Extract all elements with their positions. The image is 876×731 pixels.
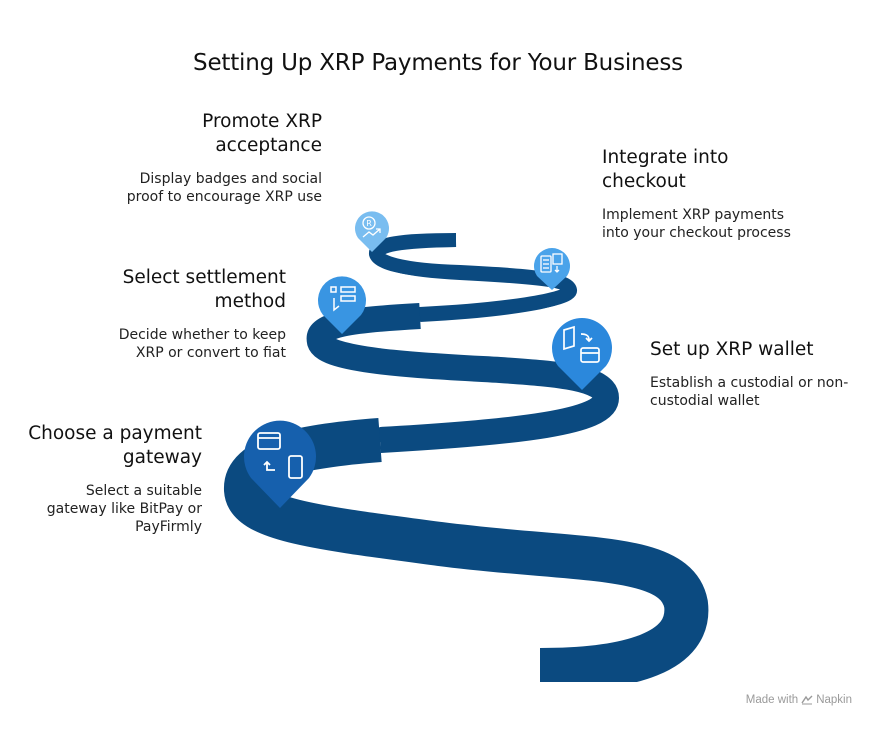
napkin-logo-icon: [801, 695, 813, 705]
step-wallet: Set up XRP wallet Establish a custodial …: [650, 338, 860, 410]
svg-text:R: R: [366, 219, 372, 228]
napkin-brand: Napkin: [816, 694, 852, 706]
step-description: Implement XRP payments into your checkou…: [602, 207, 791, 241]
checkout-register-icon: [540, 253, 563, 273]
step-description: Select a suitable gateway like BitPay or…: [46, 483, 202, 535]
pin-settlement[interactable]: [317, 276, 367, 336]
badge-growth-icon: R: [362, 216, 381, 238]
road-segment-mid: [306, 303, 620, 453]
step-title: Choose a payment gateway: [28, 423, 202, 468]
step-settlement: Select settlement method Decide whether …: [46, 266, 286, 362]
pin-promote[interactable]: R: [354, 210, 390, 254]
page-title: Setting Up XRP Payments for Your Busines…: [193, 50, 683, 76]
road-segment-upper: [372, 235, 574, 322]
pin-checkout[interactable]: [533, 246, 571, 292]
step-description: Display badges and social proof to encou…: [126, 171, 322, 205]
step-checkout: Integrate into checkout Implement XRP pa…: [602, 146, 822, 242]
pin-choose-gateway[interactable]: [243, 420, 317, 510]
made-with-credit: Made with Napkin: [746, 694, 852, 706]
made-with-label: Made with: [745, 694, 799, 706]
step-promote: Promote XRP acceptance Display badges an…: [82, 110, 322, 206]
step-title: Select settlement method: [122, 267, 286, 312]
pin-wallet[interactable]: [551, 318, 613, 392]
step-title: Integrate into checkout: [602, 147, 729, 192]
step-description: Decide whether to keep XRP or convert to…: [118, 327, 286, 361]
touch-menu-icon: [330, 286, 356, 312]
step-choose-gateway: Choose a payment gateway Select a suitab…: [0, 422, 202, 536]
wallet-transfer-icon: [563, 325, 600, 363]
step-title: Promote XRP acceptance: [202, 111, 322, 156]
card-phone-icon: [257, 432, 303, 479]
step-title: Set up XRP wallet: [650, 339, 814, 360]
step-description: Establish a custodial or non-custodial w…: [650, 375, 849, 409]
